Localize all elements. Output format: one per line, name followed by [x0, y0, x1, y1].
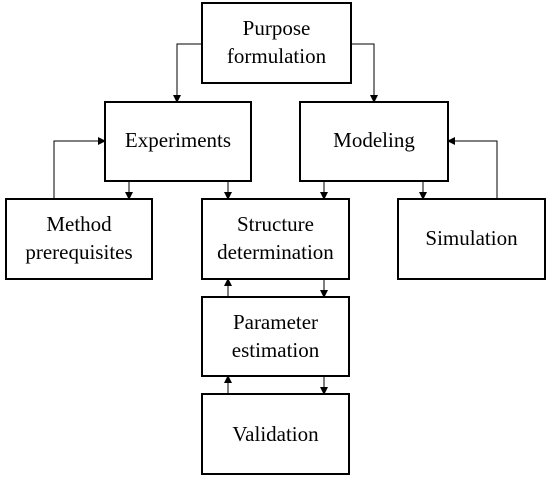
node-simulation: Simulation [397, 198, 546, 280]
node-label: formulation [227, 44, 327, 68]
node-label: estimation [232, 338, 320, 362]
node-label: prerequisites [25, 240, 132, 264]
node-label: Method [46, 212, 112, 236]
node-label: Purpose [243, 16, 311, 40]
node-label: Parameter [233, 310, 318, 334]
node-label: Structure [237, 212, 314, 236]
node-purpose-formulation: Purpose formulation [201, 2, 352, 84]
node-validation: Validation [201, 393, 350, 475]
node-method-prerequisites: Method prerequisites [5, 198, 153, 280]
edges [53, 43, 498, 395]
edge-method-to-experiments [53, 137, 106, 199]
node-label: determination [217, 240, 334, 264]
edge-simulation-to-modeling [447, 137, 498, 199]
node-label: Simulation [425, 226, 518, 250]
edge-purpose-to-experiments [173, 43, 202, 103]
node-label: Experiments [125, 128, 231, 152]
node-label: Validation [232, 422, 319, 446]
node-experiments: Experiments [104, 101, 252, 182]
node-parameter-estimation: Parameter estimation [201, 296, 350, 377]
node-modeling: Modeling [299, 101, 449, 182]
node-structure-determination: Structure determination [201, 198, 350, 280]
edge-purpose-to-modeling [351, 43, 378, 103]
node-label: Modeling [333, 128, 415, 152]
